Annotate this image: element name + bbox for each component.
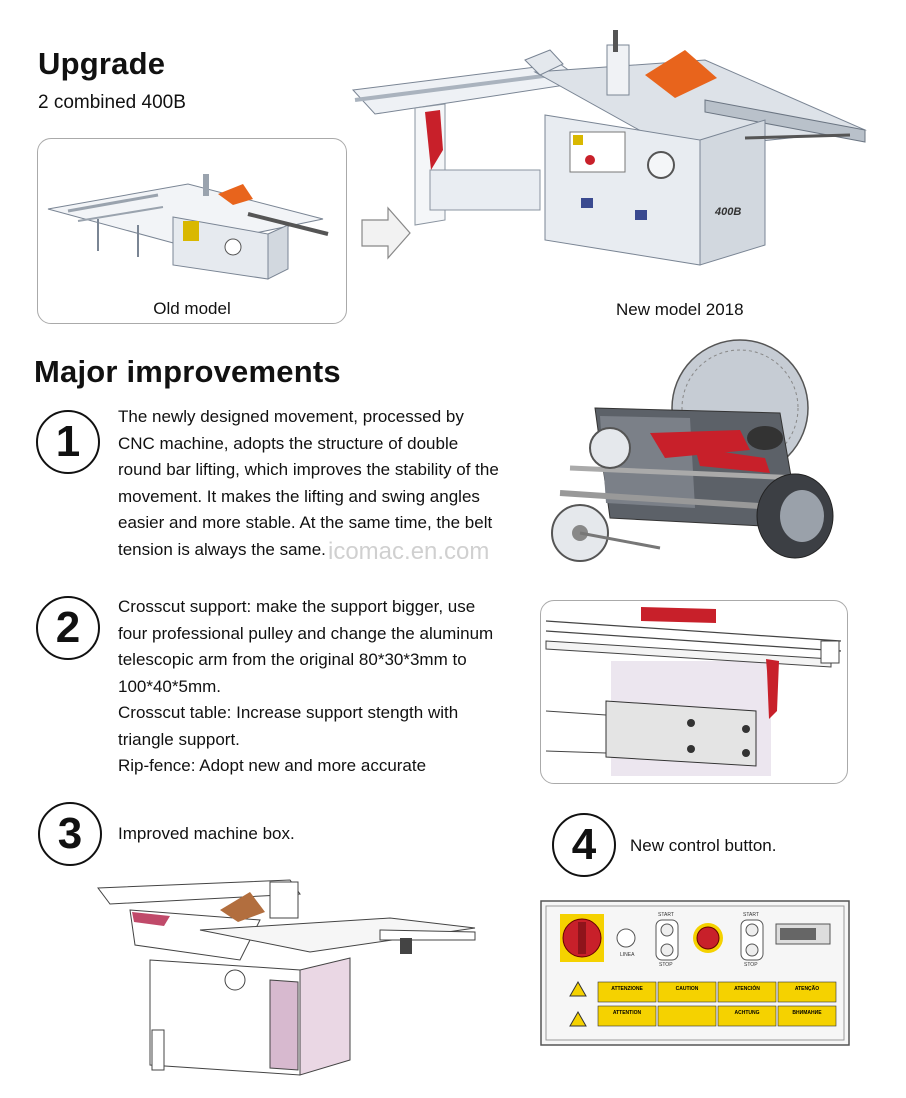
machine-box-image — [97, 879, 476, 1076]
new-model-image: 400B — [351, 30, 867, 266]
item-1-line: CNC machine, adopts the structure of dou… — [118, 433, 459, 453]
item-4-text: New control button. — [630, 836, 777, 855]
old-model-frame: Old model — [37, 138, 347, 324]
item-2-line: Crosscut support: make the support bigge… — [118, 597, 476, 616]
item-1-line: round bar lifting, which improves the st… — [118, 460, 499, 479]
lifting-mechanism-image — [551, 339, 834, 562]
warning-label: ATENCIÓN — [734, 984, 760, 992]
warning-label: ATTENTION — [613, 1010, 642, 1016]
arrow-right-icon — [361, 206, 411, 260]
item-3-text: Improved machine box. — [118, 824, 295, 843]
new-model-caption: New model 2018 — [616, 300, 744, 319]
item-1-line: movement. It makes the lifting and swing… — [118, 486, 480, 506]
warning-label: ВНИМАНИЕ — [792, 1010, 822, 1016]
linea-label: LINEA — [620, 952, 635, 958]
item-2-line: telescopic arm from the original 80*30*3… — [118, 650, 467, 669]
item-2-line: Crosscut table: Increase support stength… — [118, 703, 459, 722]
item-1-line: easier and more stable. At the same time… — [118, 513, 493, 532]
crosscut-support-frame — [540, 600, 848, 784]
start-label-2: START — [743, 912, 759, 918]
warning-strip: ATTENZIONE CAUTION ATENCIÓN ATENÇÃO ATTE… — [597, 981, 837, 1027]
warning-label: ATENÇÃO — [795, 985, 819, 992]
upgrade-title: Upgrade — [38, 46, 166, 81]
warning-label: ACHTUNG — [735, 1010, 760, 1016]
item-1-text: The newly designed movement, processed b… — [118, 404, 499, 563]
improvements-title: Major improvements — [34, 354, 341, 389]
control-panel-image: LINEA START STOP START STOP ATTENZIONE C… — [540, 900, 850, 1046]
machine-label: 400B — [714, 206, 741, 218]
item-1-number: 1 — [36, 410, 100, 474]
stop-label-2: STOP — [744, 962, 758, 968]
item-3-number: 3 — [38, 802, 102, 866]
watermark: icomac.en.com — [328, 538, 490, 565]
old-model-caption: Old model — [153, 299, 231, 318]
item-1-line: The newly designed movement, processed b… — [118, 407, 464, 426]
old-model-image — [47, 174, 329, 280]
item-2-line: 100*40*5mm. — [118, 676, 222, 696]
item-2-line: triangle support. — [118, 729, 240, 749]
item-2-line: four professional pulley and change the … — [118, 623, 494, 643]
stop-label: STOP — [659, 962, 673, 968]
item-2-line: Rip-fence: Adopt new and more accurate — [118, 756, 427, 775]
item-2-text: Crosscut support: make the support bigge… — [118, 594, 493, 780]
item-2-number: 2 — [36, 596, 100, 660]
upgrade-subtitle: 2 combined 400B — [38, 92, 186, 113]
crosscut-support-image — [545, 607, 842, 776]
item-1-line: tension is always the same. — [118, 539, 326, 559]
start-label: START — [658, 912, 674, 918]
warning-label: ATTENZIONE — [611, 986, 643, 992]
warning-label: CAUTION — [676, 986, 699, 992]
item-4-number: 4 — [552, 813, 616, 877]
